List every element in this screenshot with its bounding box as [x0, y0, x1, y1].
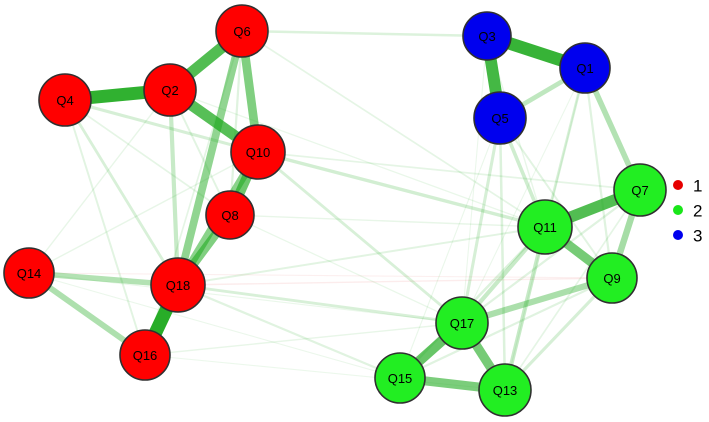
graph-edge	[169, 89, 546, 228]
graph-node-q8[interactable]: Q8	[205, 190, 255, 240]
graph-edge	[498, 116, 507, 392]
legend-swatch-3	[673, 230, 683, 240]
graph-node-q1[interactable]: Q1	[559, 42, 611, 94]
graph-edge	[460, 116, 502, 325]
graph-node-q2[interactable]: Q2	[143, 63, 197, 117]
node-circle[interactable]	[119, 329, 171, 381]
graph-edge	[461, 67, 586, 324]
graph-edge	[64, 99, 146, 356]
node-circle[interactable]	[3, 247, 55, 299]
graph-edge	[63, 98, 180, 287]
graph-edge	[28, 272, 401, 379]
graph-edge	[504, 189, 641, 391]
graph-node-q10[interactable]: Q10	[230, 124, 286, 180]
graph-edge	[28, 272, 463, 324]
node-circle[interactable]	[559, 42, 611, 94]
graph-edge	[461, 35, 488, 324]
graph-edge	[229, 214, 546, 228]
node-circle[interactable]	[230, 124, 286, 180]
graph-edge	[174, 27, 246, 289]
legend-label-3: 3	[693, 227, 702, 246]
graph-node-q5[interactable]: Q5	[473, 91, 527, 145]
legend-swatch-2	[673, 205, 683, 215]
graph-edge	[144, 322, 463, 356]
graph-edge	[240, 29, 489, 38]
graph-node-q15[interactable]: Q15	[374, 352, 426, 404]
node-circle[interactable]	[517, 199, 573, 255]
node-circle[interactable]	[586, 252, 638, 304]
legend-entry-3: 3	[673, 227, 702, 246]
legend-entry-2: 2	[673, 202, 702, 221]
node-circle[interactable]	[478, 363, 532, 417]
graph-edge	[398, 276, 614, 380]
legend-swatch-1	[673, 180, 683, 190]
node-circle[interactable]	[374, 352, 426, 404]
graph-edge	[256, 150, 464, 325]
node-circle[interactable]	[435, 296, 489, 350]
node-circle[interactable]	[143, 63, 197, 117]
graph-edge	[28, 89, 171, 274]
legend: 1 2 3	[673, 177, 702, 246]
legend-label-2: 2	[693, 202, 702, 221]
graph-edge	[399, 117, 501, 379]
legend-label-1: 1	[693, 177, 702, 196]
graph-node-q3[interactable]: Q3	[462, 11, 512, 61]
graph-node-q17[interactable]: Q17	[435, 296, 489, 350]
graph-edge	[499, 117, 613, 279]
graph-node-q14[interactable]: Q14	[3, 247, 55, 299]
graph-edge	[176, 283, 402, 380]
graph-edge	[229, 214, 463, 324]
graph-edge	[583, 66, 614, 280]
graph-node-q6[interactable]: Q6	[215, 4, 269, 58]
node-circle[interactable]	[613, 163, 667, 217]
graph-node-q9[interactable]: Q9	[586, 252, 638, 304]
graph-node-q7[interactable]: Q7	[613, 163, 667, 217]
graph-node-q16[interactable]: Q16	[119, 329, 171, 381]
graph-edge	[177, 226, 546, 286]
graph-edge	[241, 30, 546, 228]
graph-node-q18[interactable]: Q18	[150, 257, 206, 313]
legend-entry-1: 1	[673, 177, 702, 196]
graph-edge	[257, 151, 641, 191]
graph-edge	[63, 98, 260, 154]
graph-node-q13[interactable]: Q13	[478, 363, 532, 417]
graph-node-q11[interactable]: Q11	[517, 199, 573, 255]
graph-edge	[64, 99, 231, 216]
graph-edge	[502, 224, 548, 393]
graph-edge	[28, 272, 613, 279]
graph-node-q4[interactable]: Q4	[38, 73, 92, 127]
graph-edge	[228, 29, 244, 217]
graph-edge	[176, 283, 464, 325]
node-circle[interactable]	[38, 73, 92, 127]
node-circle[interactable]	[205, 190, 255, 240]
node-circle[interactable]	[150, 257, 206, 313]
node-circle[interactable]	[473, 91, 527, 145]
graph-edge	[167, 87, 181, 288]
graph-edge	[460, 188, 642, 325]
graph-edge	[256, 150, 547, 229]
graph-edge	[177, 277, 613, 286]
graph-edge	[28, 151, 259, 274]
node-circle[interactable]	[215, 4, 269, 58]
node-circle[interactable]	[462, 11, 512, 61]
